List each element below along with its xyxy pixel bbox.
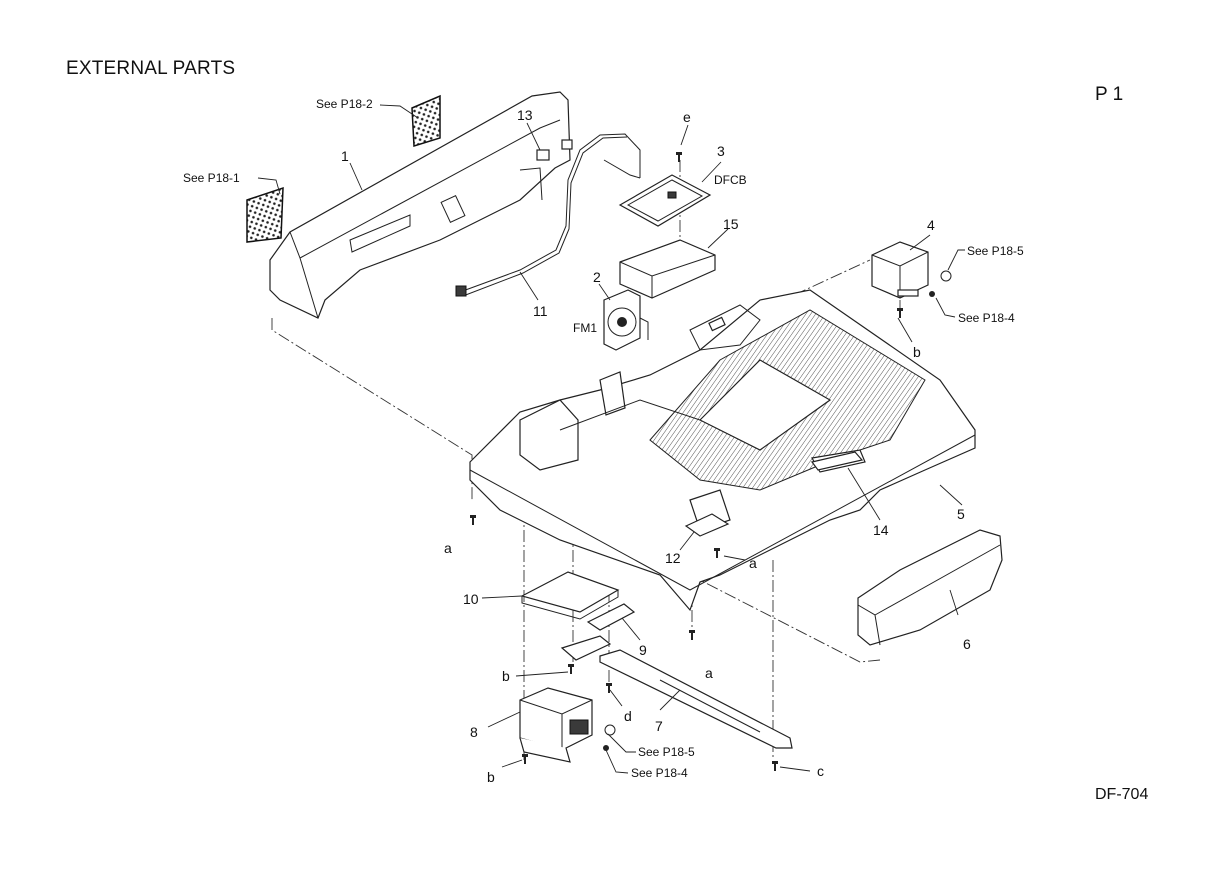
ref-p18-1: See P18-1 [183,171,240,185]
screw-icon [567,663,575,675]
label-dfcb: DFCB [714,173,747,187]
label-2: 2 [593,269,601,285]
ref-p18-4-right: See P18-4 [958,311,1015,325]
ref-p18-4-bottom: See P18-4 [631,766,688,780]
part-14-label [810,451,864,471]
part-15-board-cover [619,239,716,299]
screw-icon [521,753,529,765]
screw-icon [469,514,477,526]
part-11-harness [455,133,641,297]
label-6: 6 [963,636,971,652]
part-4-sensor-assembly [871,241,952,299]
label-9: 9 [639,642,647,658]
label-a-mid: a [749,555,757,571]
leader-lines [257,104,965,774]
model-code: DF-704 [1095,786,1149,803]
part-5-main-body [469,289,976,612]
part-7-rail [599,649,793,749]
ref-p18-5-bottom: See P18-5 [638,745,695,759]
label-b-mid: b [502,668,510,684]
part-13-connector [536,139,573,161]
label-b-right: b [913,344,921,360]
label-7: 7 [655,718,663,734]
page-number: P 1 [1095,84,1124,105]
filter-p18-1 [246,186,284,243]
part-9-plate [560,603,636,661]
label-15: 15 [723,216,739,232]
part-2-fan-fm1 [603,289,649,351]
page-title: EXTERNAL PARTS [66,58,236,79]
screw-icon [896,307,904,319]
ref-p18-5-right: See P18-5 [967,244,1024,258]
label-b-bottom: b [487,769,495,785]
part-1-rear-cover [269,91,571,319]
label-14: 14 [873,522,889,538]
label-a-bottom: a [705,665,713,681]
label-8: 8 [470,724,478,740]
label-a-left: a [444,540,452,556]
label-5: 5 [957,506,965,522]
screw-icon [771,760,779,772]
label-10: 10 [463,591,479,607]
part-3-dfcb-board [618,174,712,227]
label-d: d [624,708,632,724]
part-6-front-cover [857,529,1003,646]
part-10-bracket [520,571,620,620]
part-8-drive-assembly [519,687,616,763]
screw-icon [688,629,696,641]
label-3: 3 [717,143,725,159]
label-11: 11 [533,303,548,319]
label-c: c [817,763,824,779]
label-4: 4 [927,217,935,233]
label-13: 13 [517,107,533,123]
label-12: 12 [665,550,681,566]
ref-p18-2: See P18-2 [316,97,373,111]
label-e: e [683,109,691,125]
label-1: 1 [341,148,349,164]
cross-references: See P18-1 See P18-2 See P18-5 See P18-4 … [183,97,1024,780]
callout-labels: 1 2 3 4 5 6 7 8 9 10 11 12 13 14 15 FM1 … [341,107,971,785]
label-fm1: FM1 [573,321,597,335]
screw-icon [675,151,683,163]
filter-p18-2 [411,94,441,147]
part-12-bracket [684,513,730,537]
